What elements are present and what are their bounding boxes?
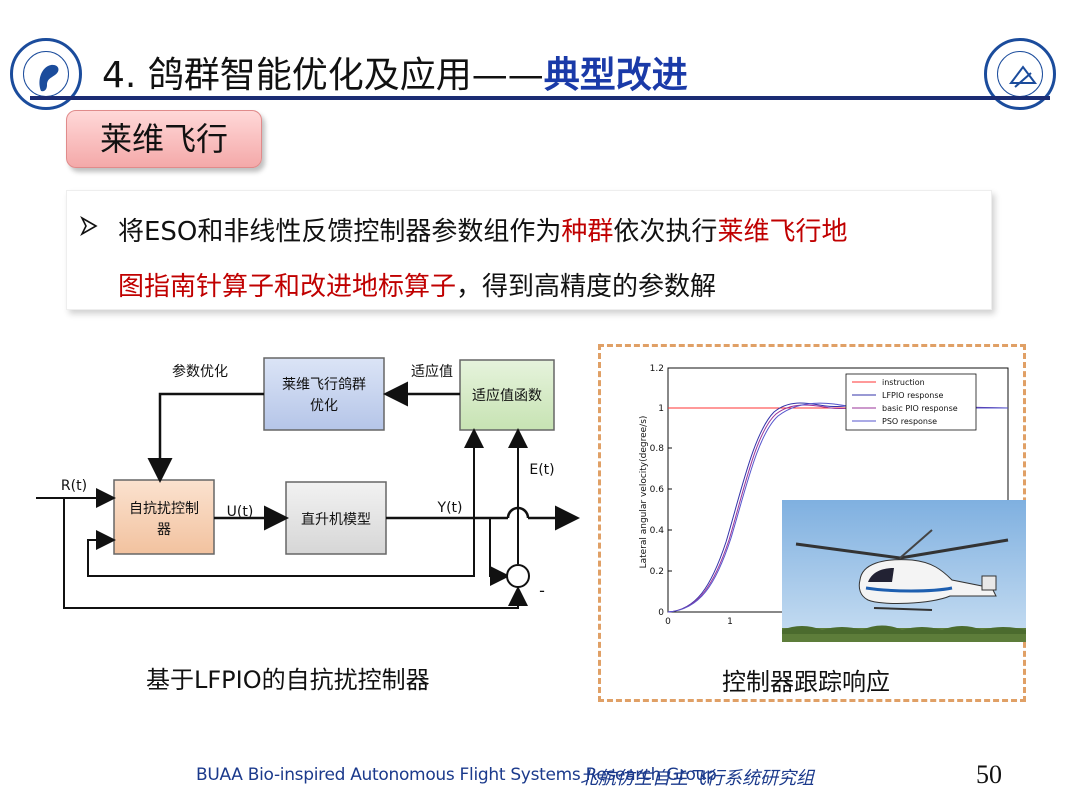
summing-junction <box>507 565 529 587</box>
minus-sign: - <box>539 581 545 600</box>
title-main: 4. 鸽群智能优化及应用 <box>102 55 472 96</box>
fitness-value-label: 适应值 <box>411 363 453 380</box>
legend-pso: PSO response <box>882 417 937 426</box>
e-t-label: E(t) <box>529 462 554 478</box>
bullet-line-2: 图指南针算子和改进地标算子，得到高精度的参数解 <box>118 266 716 303</box>
legend-lfpio: LFPIO response <box>882 391 943 400</box>
plant-label: 直升机模型 <box>301 511 371 528</box>
ytick-0.8: 0.8 <box>650 444 665 454</box>
bird-icon <box>35 61 63 95</box>
footer-chinese: 北航仿生自主飞行系统研究组 <box>580 764 814 790</box>
optimizer-label-2: 优化 <box>310 398 338 414</box>
ytick-0.2: 0.2 <box>650 567 664 577</box>
arrow-bullet-icon <box>80 216 98 236</box>
ytick-1.2: 1.2 <box>650 364 664 374</box>
controller-label-2: 器 <box>157 522 171 538</box>
legend-instruction: instruction <box>882 378 925 387</box>
u-t-label: U(t) <box>227 504 254 520</box>
y-t-label: Y(t) <box>437 500 463 516</box>
bullet-text-1c: 依次执行 <box>613 217 717 247</box>
bullet-text-1a: 将ESO和非线性反馈控制器参数组作为 <box>118 217 561 247</box>
plot-ylabel: Lateral angular velocity(degree/s) <box>639 416 649 569</box>
fitness-label: 适应值函数 <box>472 387 542 404</box>
bullet-text-1d: 莱维飞行地 <box>717 217 847 247</box>
page-title: 4. 鸽群智能优化及应用——典型改进 <box>102 46 688 98</box>
title-divider <box>30 96 1050 100</box>
helicopter-photo <box>782 500 1026 642</box>
optimizer-label-1: 莱维飞行鸽群 <box>282 376 366 393</box>
ytick-0: 0 <box>658 608 664 618</box>
caption-left: 基于LFPIO的自抗扰控制器 <box>146 660 430 695</box>
caption-right: 控制器跟踪响应 <box>722 662 890 697</box>
optimizer-block <box>264 358 384 430</box>
legend-basic-pio: basic PIO response <box>882 404 958 413</box>
bullet-text-2a: 图指南针算子和改进地标算子 <box>118 272 456 302</box>
bullet-text-2b: ，得到高精度的参数解 <box>456 272 716 302</box>
param-opt-label: 参数优化 <box>172 363 228 380</box>
xtick-0: 0 <box>665 617 671 627</box>
ytick-0.4: 0.4 <box>650 526 665 536</box>
page-number: 50 <box>976 760 1002 790</box>
control-block-diagram: 莱维飞行鸽群 优化 适应值函数 自抗扰控制 器 直升机模型 参数优化 适应值 R… <box>30 350 590 630</box>
emblem-icon <box>1007 61 1039 93</box>
title-accent: 典型改进 <box>544 54 688 96</box>
ytick-1: 1 <box>658 404 664 414</box>
r-t-label: R(t) <box>61 478 87 494</box>
controller-label-1: 自抗扰控制 <box>129 501 199 517</box>
controller-block <box>114 480 214 554</box>
section-tag: 莱维飞行 <box>66 110 262 168</box>
xtick-1: 1 <box>727 617 733 627</box>
bullet-line-1: 将ESO和非线性反馈控制器参数组作为种群依次执行莱维飞行地 <box>118 211 847 248</box>
ytick-0.6: 0.6 <box>650 485 665 495</box>
title-separator: —— <box>472 55 544 96</box>
bullet-text-1b: 种群 <box>561 217 613 247</box>
